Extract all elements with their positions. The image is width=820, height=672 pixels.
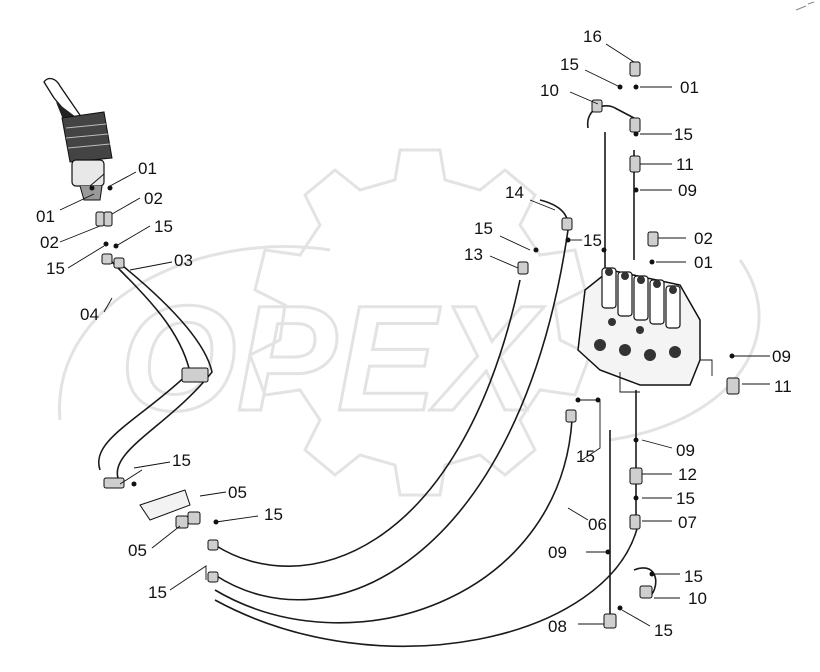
callout-02-c: 02 — [40, 233, 59, 252]
callout-dots — [89, 84, 735, 611]
callout-11-a: 11 — [676, 155, 694, 174]
callout-01-a: 01 — [680, 78, 699, 97]
callout-01-d: 01 — [36, 207, 55, 226]
callout-08: 08 — [548, 617, 567, 636]
watermark: OPEX — [58, 148, 761, 497]
callout-13: 13 — [464, 245, 483, 264]
callout-03: 03 — [174, 251, 193, 270]
callout-15-e: 15 — [154, 217, 173, 236]
corner-mark — [795, 1, 815, 11]
callout-10-b: 10 — [688, 589, 707, 608]
callout-labels: 16 15 01 10 15 11 09 14 15 15 02 13 01 0… — [36, 27, 792, 640]
callout-02-b: 02 — [144, 189, 163, 208]
callout-15-g: 15 — [576, 447, 595, 466]
callout-10-a: 10 — [540, 81, 559, 100]
callout-14: 14 — [505, 183, 524, 202]
callout-09-b: 09 — [772, 347, 791, 366]
callout-15-b: 15 — [674, 125, 693, 144]
callout-15-c: 15 — [474, 219, 493, 238]
callout-09-a: 09 — [678, 181, 697, 200]
watermark-text: OPEX — [120, 274, 545, 442]
callout-01-b: 01 — [694, 253, 713, 272]
callout-09-c: 09 — [676, 441, 695, 460]
joystick — [43, 77, 113, 201]
callout-12: 12 — [678, 465, 697, 484]
callout-07: 07 — [678, 513, 697, 532]
callout-15-f: 15 — [46, 259, 65, 278]
callout-15-l: 15 — [684, 567, 703, 586]
bracket-plate — [139, 489, 191, 521]
callout-16: 16 — [583, 27, 602, 46]
callout-15-k: 15 — [148, 583, 167, 602]
callout-11-b: 11 — [774, 377, 792, 396]
callout-15-j: 15 — [264, 505, 283, 524]
callout-15-h: 15 — [676, 489, 695, 508]
control-valve — [577, 267, 713, 393]
callout-15-a: 15 — [560, 55, 579, 74]
callout-04: 04 — [80, 305, 99, 324]
leader-lines — [59, 43, 770, 627]
callout-06: 06 — [588, 515, 607, 534]
callout-05-a: 05 — [228, 483, 247, 502]
callout-05-b: 05 — [128, 541, 147, 560]
callout-09-d: 09 — [548, 543, 567, 562]
callout-15-d: 15 — [583, 231, 602, 250]
callout-01-c: 01 — [138, 159, 157, 178]
watermark-gear — [248, 148, 592, 497]
callout-02-a: 02 — [694, 229, 713, 248]
callout-15-m: 15 — [654, 621, 673, 640]
fittings — [95, 61, 740, 629]
callout-15-i: 15 — [172, 451, 191, 470]
hoses — [97, 104, 657, 647]
